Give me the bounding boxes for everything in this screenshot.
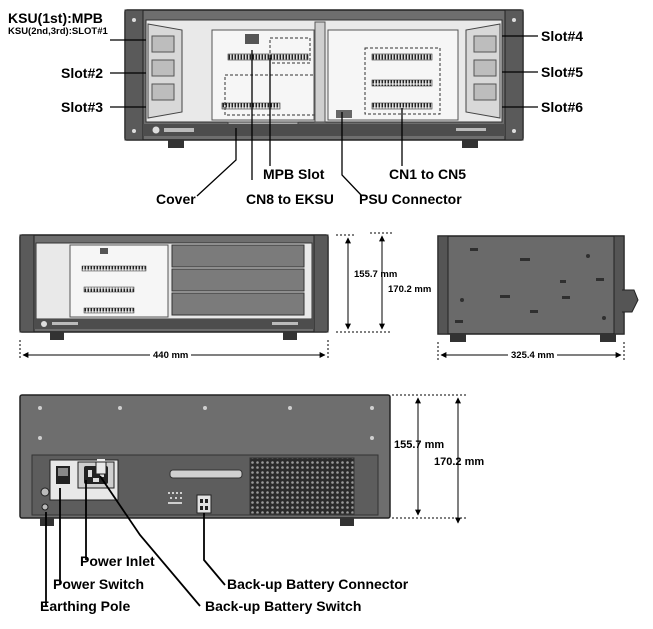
label-battery-switch: Back-up Battery Switch <box>205 598 362 614</box>
front-view-top <box>124 9 524 148</box>
label-cn1-cn5: CN1 to CN5 <box>389 166 467 182</box>
label-ksu-slot1: KSU(2nd,3rd):SLOT#1 <box>8 26 108 37</box>
label-slot-4: Slot#4 <box>541 28 584 44</box>
label-cn8-eksu: CN8 to EKSU <box>246 191 334 207</box>
label-slot-3: Slot#3 <box>61 99 104 115</box>
dim-width: 440 mm <box>150 351 192 361</box>
label-psu-connector: PSU Connector <box>359 191 462 207</box>
front-callout-lines <box>110 35 538 197</box>
rear-view <box>19 394 391 526</box>
dim-height-outer-rear: 170.2 mm <box>434 456 485 468</box>
label-power-switch: Power Switch <box>53 576 145 592</box>
dim-height-inner-mid: 155.7 mm <box>354 269 398 280</box>
label-power-inlet: Power Inlet <box>80 553 155 569</box>
label-cover: Cover <box>156 191 196 207</box>
dim-height-inner-rear: 155.7 mm <box>394 439 445 451</box>
front-view-middle <box>19 234 329 340</box>
rear-callout-lines <box>45 475 226 607</box>
label-slot-2: Slot#2 <box>61 65 104 81</box>
label-earthing-pole: Earthing Pole <box>40 598 131 614</box>
label-mpb-slot: MPB Slot <box>263 166 325 182</box>
dim-depth: 325.4 mm <box>508 351 558 361</box>
label-battery-connector: Back-up Battery Connector <box>227 576 409 592</box>
dim-height-outer-mid: 170.2 mm <box>388 284 432 295</box>
label-slot-6: Slot#6 <box>541 99 584 115</box>
label-slot-5: Slot#5 <box>541 64 584 80</box>
side-view <box>437 235 639 342</box>
label-ksu-mpb: KSU(1st):MPB <box>8 10 103 26</box>
